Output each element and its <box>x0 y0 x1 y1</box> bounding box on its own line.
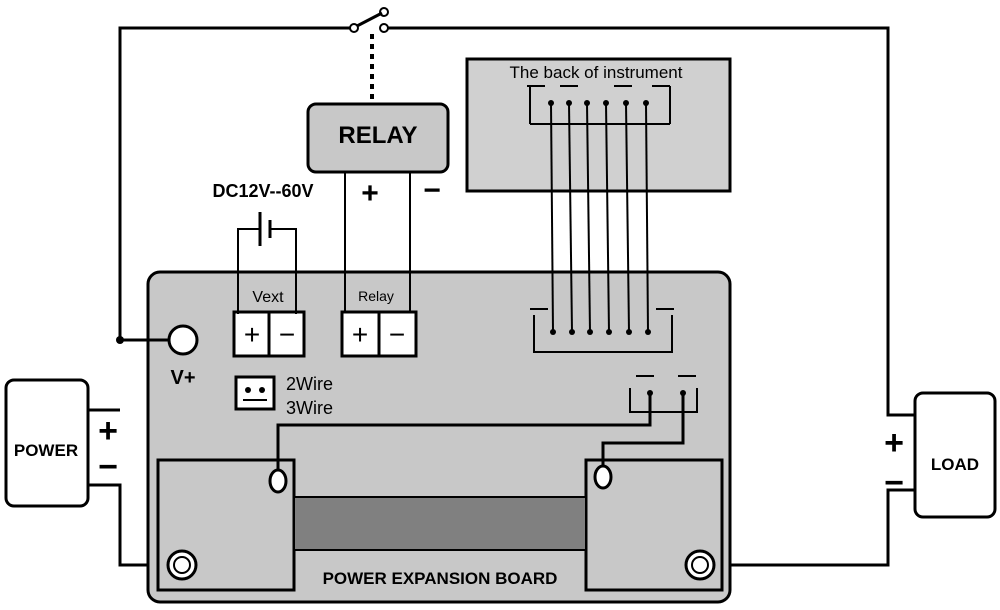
ribbon-cable <box>548 100 651 335</box>
relay-terminal-block: + − <box>340 310 418 358</box>
voltage-label: DC12V--60V <box>212 181 313 201</box>
wire-mode-jumper <box>234 375 276 411</box>
board-shunt-slot <box>293 496 587 551</box>
relay-switch <box>349 7 389 33</box>
board-pin-4 <box>606 329 612 335</box>
power-plus-sign: + <box>98 412 118 450</box>
board-pin-1 <box>550 329 556 335</box>
board-pin-2 <box>569 329 575 335</box>
ribbon-wire-3 <box>586 102 591 333</box>
right-sense-terminal <box>593 464 613 490</box>
power-label: POWER <box>14 441 78 460</box>
power-box <box>4 378 90 508</box>
power-minus-sign: − <box>98 448 118 486</box>
board-label: POWER EXPANSION BOARD <box>323 569 558 588</box>
svg-text:−: − <box>389 319 405 350</box>
relay-box <box>306 102 450 174</box>
instrument-label: The back of instrument <box>510 63 683 82</box>
ribbon-wire-6 <box>645 102 649 333</box>
relay-plus-sign: + <box>361 177 379 210</box>
svg-text:+: + <box>244 319 260 350</box>
ribbon-wire-1 <box>550 102 554 333</box>
ribbon-wire-4 <box>605 102 610 333</box>
load-box <box>913 391 997 519</box>
instrument-pin-6 <box>643 100 649 106</box>
load-minus-wire <box>700 488 915 567</box>
main-wire-top-right <box>385 26 915 417</box>
instrument-pin-3 <box>584 100 590 106</box>
svg-text:−: − <box>279 319 295 350</box>
sense-wire-left <box>276 393 652 470</box>
instrument-pin-2 <box>566 100 572 106</box>
battery-wire-minus <box>270 228 297 314</box>
relay-minus-sign: − <box>423 174 441 207</box>
right-screw-terminal <box>684 549 716 581</box>
load-plus-sign: + <box>884 424 904 462</box>
instrument-pin-4 <box>603 100 609 106</box>
battery-wire-plus <box>237 228 260 314</box>
battery-symbol <box>258 212 272 246</box>
vext-label: Vext <box>252 289 284 306</box>
left-sense-terminal <box>268 468 288 494</box>
ribbon-wire-2 <box>568 102 573 333</box>
sense-wire-right <box>601 393 685 466</box>
v-plus-terminal <box>167 324 199 356</box>
three-wire-label: 3Wire <box>286 398 333 418</box>
relay-label: RELAY <box>338 122 417 149</box>
relay-terminal-label: Relay <box>358 288 394 304</box>
sense-header <box>629 375 698 413</box>
main-wire-top-left <box>118 26 352 340</box>
left-screw-terminal <box>166 549 198 581</box>
v-plus-label: V+ <box>170 367 195 389</box>
board-pin-6 <box>645 329 651 335</box>
load-label: LOAD <box>931 455 979 474</box>
ribbon-wire-5 <box>625 102 630 333</box>
vext-terminal-block: + − <box>232 310 306 358</box>
two-wire-label: 2Wire <box>286 374 333 394</box>
board-pin-3 <box>587 329 593 335</box>
board-connector <box>530 308 674 353</box>
svg-text:+: + <box>352 319 368 350</box>
board-pin-5 <box>626 329 632 335</box>
instrument-pin-1 <box>548 100 554 106</box>
instrument-pin-5 <box>623 100 629 106</box>
